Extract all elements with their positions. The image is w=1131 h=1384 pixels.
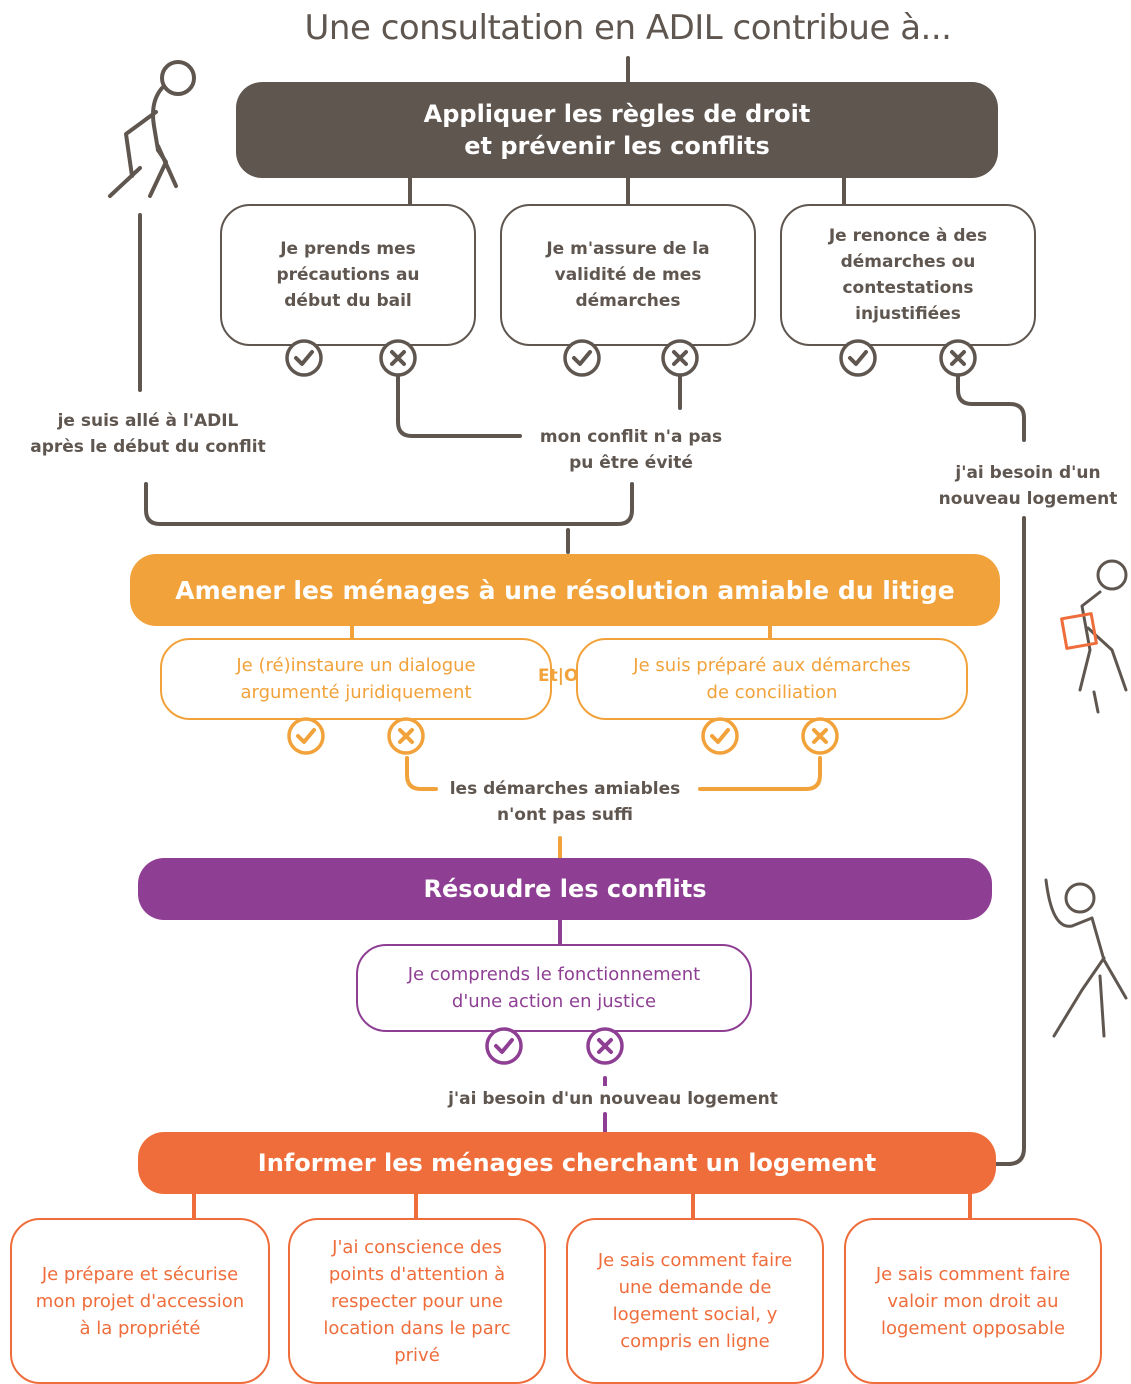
level4-box-text: Je sais comment faire une demande de log… bbox=[597, 1250, 793, 1352]
level4-box-text: J'ai conscience des points d'attention à… bbox=[323, 1236, 511, 1366]
label-conflict-not-avoided: mon conflit n'a pas pu être évité bbox=[526, 424, 736, 476]
level3-box-text: Je comprends le fonctionnement d'une act… bbox=[407, 964, 701, 1012]
level2-box-text: Je (ré)instaure un dialogue argumenté ju… bbox=[236, 655, 476, 703]
check-circle-icon bbox=[287, 717, 325, 755]
cross-circle-icon bbox=[379, 339, 417, 377]
level4-bar: Informer les ménages cherchant un logeme… bbox=[138, 1132, 996, 1194]
cross-circle-icon bbox=[939, 339, 977, 377]
cross-circle-icon bbox=[661, 339, 699, 377]
level1-box-text: Je prends mes précautions au début du ba… bbox=[276, 239, 420, 311]
level4-box-location: J'ai conscience des points d'attention à… bbox=[288, 1218, 546, 1384]
cross-circle-icon bbox=[586, 1027, 624, 1065]
label-new-housing-center: j'ai besoin d'un nouveau logement bbox=[440, 1086, 786, 1112]
level3-title: Résoudre les conflits bbox=[423, 875, 707, 903]
level1-box-renounce: Je renonce à des démarches ou contestati… bbox=[780, 204, 1036, 346]
level4-box-dalo: Je sais comment faire valoir mon droit a… bbox=[844, 1218, 1102, 1384]
level2-box-text: Je suis préparé aux démarches de concili… bbox=[633, 655, 911, 703]
check-circle-icon bbox=[485, 1027, 523, 1065]
check-circle-icon bbox=[563, 339, 601, 377]
level1-box-text: Je m'assure de la validité de mes démarc… bbox=[546, 239, 710, 311]
label-not-enough: les démarches amiables n'ont pas suffi bbox=[440, 776, 690, 828]
level4-box-text: Je prépare et sécurise mon projet d'acce… bbox=[35, 1263, 245, 1339]
level1-box-precautions: Je prends mes précautions au début du ba… bbox=[220, 204, 476, 346]
level2-box-conciliation: Je suis préparé aux démarches de concili… bbox=[576, 638, 968, 720]
level1-title-line2: et prévenir les conflits bbox=[464, 132, 770, 160]
level4-box-text: Je sais comment faire valoir mon droit a… bbox=[875, 1263, 1071, 1339]
level1-title-line1: Appliquer les règles de droit bbox=[423, 100, 811, 128]
page-title: Une consultation en ADIL contribue à... bbox=[304, 8, 952, 48]
level4-title: Informer les ménages cherchant un logeme… bbox=[257, 1149, 877, 1177]
level4-box-social: Je sais comment faire une demande de log… bbox=[566, 1218, 824, 1384]
level4-box-accession: Je prépare et sécurise mon projet d'acce… bbox=[10, 1218, 270, 1384]
cross-circle-icon bbox=[801, 717, 839, 755]
level2-title: Amener les ménages à une résolution amia… bbox=[175, 575, 955, 605]
check-circle-icon bbox=[839, 339, 877, 377]
level3-bar: Résoudre les conflits bbox=[138, 858, 992, 920]
level2-bar: Amener les ménages à une résolution amia… bbox=[130, 554, 1000, 626]
level2-box-dialogue: Je (ré)instaure un dialogue argumenté ju… bbox=[160, 638, 552, 720]
label-after-conflict: je suis allé à l'ADIL après le début du … bbox=[30, 408, 266, 460]
level1-box-validity: Je m'assure de la validité de mes démarc… bbox=[500, 204, 756, 346]
check-circle-icon bbox=[701, 717, 739, 755]
level1-bar: Appliquer les règles de droit et préveni… bbox=[236, 82, 998, 178]
check-circle-icon bbox=[285, 339, 323, 377]
level1-box-text: Je renonce à des démarches ou contestati… bbox=[828, 226, 988, 324]
cross-circle-icon bbox=[387, 717, 425, 755]
label-new-housing-right: j'ai besoin d'un nouveau logement bbox=[938, 460, 1118, 512]
level3-box-justice: Je comprends le fonctionnement d'une act… bbox=[356, 944, 752, 1032]
